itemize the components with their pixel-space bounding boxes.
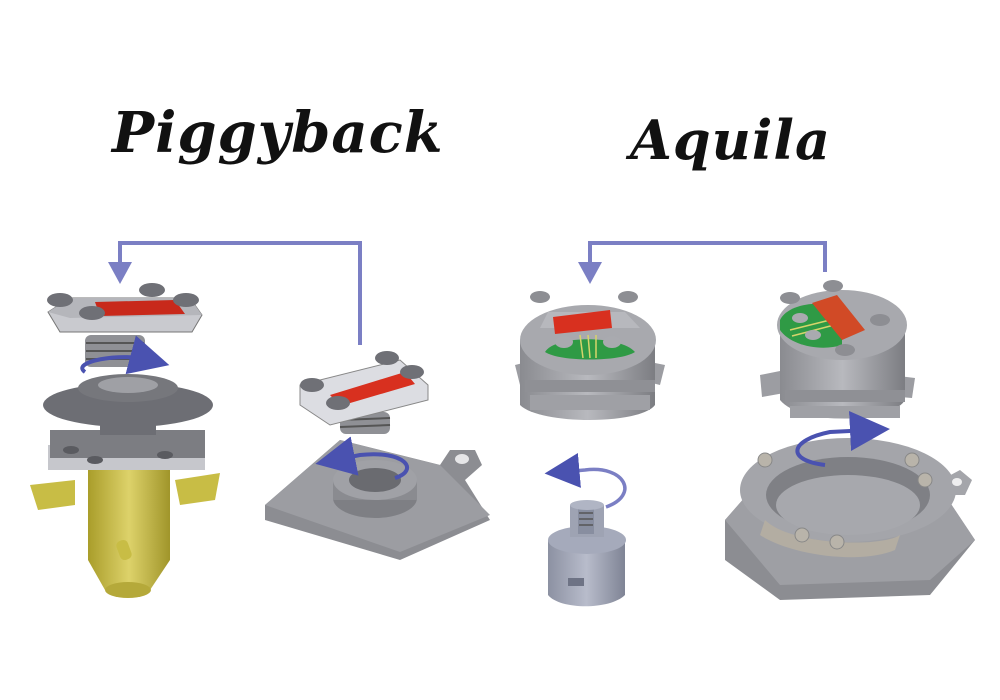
aquila-transfer-arrow <box>578 241 827 284</box>
piggyback-title: Piggyback <box>112 100 444 166</box>
aquila-ring-base <box>725 411 975 600</box>
aquila-adapter-plug <box>544 453 627 607</box>
piggyback-mounting-plate <box>265 436 490 560</box>
aquila-sensor-module-left <box>515 291 665 420</box>
aquila-title: Aquila <box>630 108 831 172</box>
aquila-sensor-module-right <box>760 280 915 419</box>
piggyback-base-housing <box>30 374 220 598</box>
piggyback-transfer-arrow <box>108 241 362 345</box>
piggyback-sensor-head-small <box>299 351 429 434</box>
piggyback-sensor-head-large <box>47 283 203 375</box>
